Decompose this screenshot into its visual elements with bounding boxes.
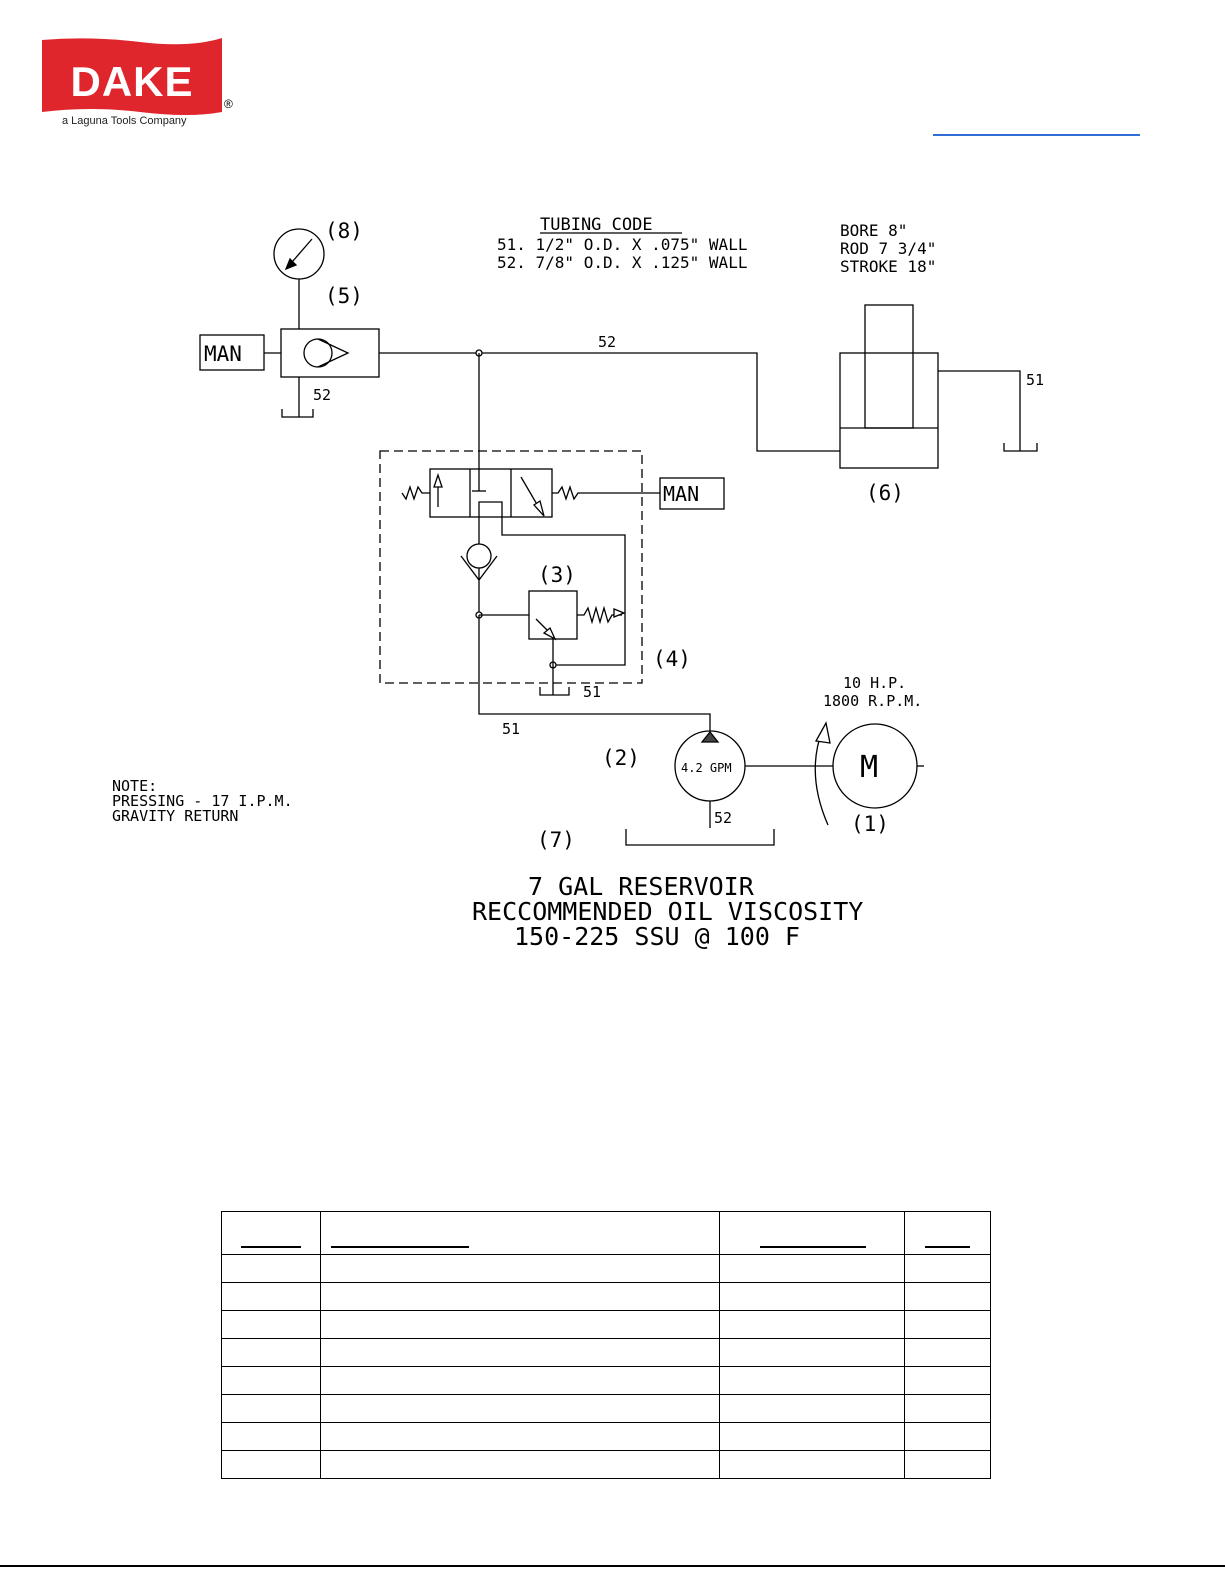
reservoir-capacity: 7 GAL RESERVOIR: [528, 872, 755, 901]
reservoir-label: (7): [537, 828, 575, 852]
note-pressing: PRESSING - 17 I.P.M.: [112, 792, 293, 810]
table-cell: [719, 1310, 905, 1339]
table-cell: [719, 1394, 905, 1423]
table-cell: [904, 1394, 991, 1423]
motor-letter: M: [860, 750, 878, 785]
valve-assembly-boundary: [379, 450, 643, 684]
table-cell: [320, 1310, 720, 1339]
gauge-label: (8): [325, 219, 363, 243]
cylinder-rod: ROD 7 3/4": [840, 239, 936, 258]
note-return: GRAVITY RETURN: [112, 807, 238, 825]
table-row: [221, 1422, 991, 1451]
man-left-label: MAN: [204, 342, 242, 366]
logo-registered-mark: ®: [224, 97, 233, 111]
cylinder-stroke: STROKE 18": [840, 257, 936, 276]
table-cell: [221, 1254, 321, 1283]
table-cell: [221, 1338, 321, 1367]
header-cell: [719, 1211, 905, 1255]
table-cell: [904, 1450, 991, 1479]
table-cell: [904, 1310, 991, 1339]
cylinder-drain-label: 51: [1026, 371, 1044, 389]
main-line-label: 52: [598, 333, 616, 351]
table-cell: [221, 1422, 321, 1451]
table-cell: [320, 1422, 720, 1451]
oil-viscosity-heading: RECCOMMENDED OIL VISCOSITY: [472, 897, 863, 926]
table-row: [221, 1450, 991, 1479]
table-cell: [320, 1450, 720, 1479]
check-drain-label: 52: [313, 386, 331, 404]
table-cell: [221, 1310, 321, 1339]
logo-banner: [42, 38, 222, 115]
pump-suction-label: 52: [714, 809, 732, 827]
header-cell: [320, 1211, 720, 1255]
table-cell: [719, 1338, 905, 1367]
table-cell: [719, 1422, 905, 1451]
pump-inlet-label: 51: [502, 720, 520, 738]
tubing-code-line-51: 51. 1/2" O.D. X .075" WALL: [497, 235, 747, 254]
table-row: [221, 1338, 991, 1367]
reservoir-tank: [625, 829, 775, 846]
table-cell: [221, 1394, 321, 1423]
oil-viscosity-value: 150-225 SSU @ 100 F: [514, 922, 800, 951]
motor-hp: 10 H.P.: [843, 674, 906, 692]
directional-valve: [429, 468, 553, 518]
tubing-code-line-52: 52. 7/8" O.D. X .125" WALL: [497, 253, 747, 272]
cylinder-rod: [864, 304, 914, 429]
motor-rpm: 1800 R.P.M.: [823, 692, 922, 710]
cylinder-barrel: [839, 352, 939, 469]
relief-valve: [528, 590, 578, 640]
motor-label: (1): [851, 812, 889, 836]
check-valve-label: (5): [325, 284, 363, 308]
header-cell: [221, 1211, 321, 1255]
table-cell: [320, 1366, 720, 1395]
manual-control-right: [659, 477, 725, 510]
table-cell: [904, 1282, 991, 1311]
footer-rule: [0, 1565, 1225, 1567]
internal-check-icon: [466, 543, 492, 569]
table-cell: [904, 1254, 991, 1283]
table-cell: [904, 1366, 991, 1395]
tubing-code-title: TUBING CODE: [540, 215, 653, 235]
header-link-underline: [933, 134, 1140, 136]
table-cell: [719, 1254, 905, 1283]
table-row: [221, 1310, 991, 1339]
table-cell: [904, 1338, 991, 1367]
dake-logo: DAKE ® a Laguna Tools Company: [42, 38, 233, 127]
table-cell: [320, 1282, 720, 1311]
logo-wordmark: DAKE: [70, 58, 193, 105]
table-cell: [221, 1366, 321, 1395]
table-cell: [719, 1450, 905, 1479]
table-cell: [320, 1394, 720, 1423]
cylinder-bore: BORE 8": [840, 221, 907, 240]
cylinder-label: (6): [866, 481, 904, 505]
man-right-label: MAN: [663, 482, 699, 506]
table-cell: [221, 1282, 321, 1311]
table-row: [221, 1366, 991, 1395]
pump-flow-label: 4.2 GPM: [681, 761, 732, 775]
table-row: [221, 1282, 991, 1311]
parts-table-header: [221, 1211, 991, 1255]
table-cell: [904, 1422, 991, 1451]
table-cell: [719, 1282, 905, 1311]
relief-valve-label: (3): [538, 563, 576, 587]
table-row: [221, 1394, 991, 1423]
table-cell: [221, 1450, 321, 1479]
hydraulic-schematic: TUBING CODE 51. 1/2" O.D. X .075" WALL 5…: [112, 215, 1044, 951]
table-cell: [320, 1254, 720, 1283]
note-title: NOTE:: [112, 777, 157, 795]
pump-label: (2): [602, 746, 640, 770]
header-cell: [904, 1211, 991, 1255]
table-row: [221, 1254, 991, 1283]
table-cell: [719, 1366, 905, 1395]
logo-tagline: a Laguna Tools Company: [62, 115, 187, 127]
check-valve-block: [280, 328, 380, 378]
table-cell: [320, 1338, 720, 1367]
valve-assembly-label: (4): [653, 647, 691, 671]
parts-table: [221, 1211, 991, 1479]
valve-drain-label: 51: [583, 683, 601, 701]
